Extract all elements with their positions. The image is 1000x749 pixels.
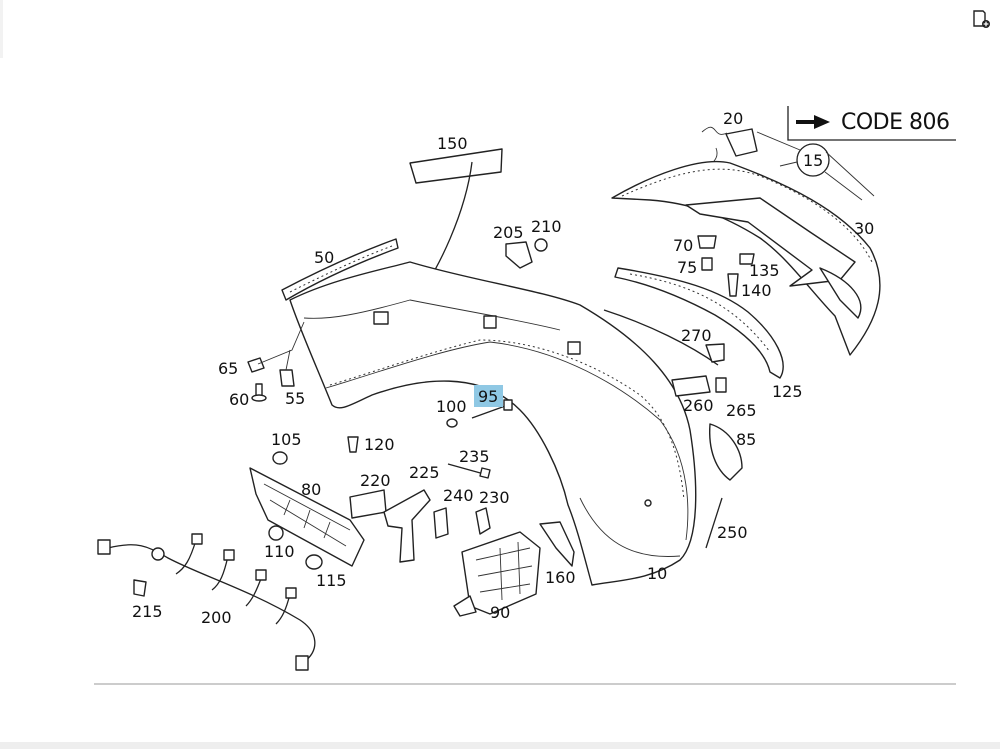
part-105-nut (272, 451, 288, 465)
label-85[interactable]: 85 (736, 430, 756, 449)
part-260-module (671, 375, 727, 397)
label-10[interactable]: 10 (647, 564, 667, 583)
add-page-icon (973, 10, 990, 28)
label-205[interactable]: 205 (493, 223, 524, 242)
label-75[interactable]: 75 (677, 258, 697, 277)
label-90[interactable]: 90 (490, 603, 510, 622)
label-260[interactable]: 260 (683, 396, 714, 415)
part-215-plug (133, 579, 147, 597)
part-10-rear-bumper (289, 261, 697, 586)
label-150[interactable]: 150 (437, 134, 468, 153)
part-235-screw (447, 463, 491, 479)
label-265[interactable]: 265 (726, 401, 757, 420)
part-225-bracket (383, 489, 431, 563)
part-125-strip (614, 267, 784, 379)
add-page-button[interactable] (970, 8, 992, 30)
part-240-plate (433, 507, 449, 539)
label-225[interactable]: 225 (409, 463, 440, 482)
label-135[interactable]: 135 (749, 261, 780, 280)
label-220[interactable]: 220 (360, 471, 391, 490)
label-240[interactable]: 240 (443, 486, 474, 505)
part-205-sensor (505, 238, 548, 269)
part-270-rod (603, 309, 725, 366)
label-55[interactable]: 55 (285, 389, 305, 408)
part-230-clip (475, 507, 491, 535)
label-270[interactable]: 270 (681, 326, 712, 345)
part-30-upper-cover (611, 160, 881, 356)
label-80[interactable]: 80 (301, 480, 321, 499)
part-labels: 150 20 15 30 50 205 210 70 75 135 140 65… (132, 109, 874, 627)
code-legend: CODE 806 (787, 106, 956, 141)
part-120-clip (347, 436, 359, 453)
part-50-strip (281, 238, 399, 301)
small-clips-group (697, 235, 755, 297)
label-20[interactable]: 20 (723, 109, 743, 128)
part-220-plate (349, 489, 387, 519)
part-90-bracket (453, 531, 541, 617)
label-65[interactable]: 65 (218, 359, 238, 378)
label-50[interactable]: 50 (314, 248, 334, 267)
label-235[interactable]: 235 (459, 447, 490, 466)
left-edge-strip (0, 0, 3, 58)
fasteners-left (247, 321, 305, 402)
label-60[interactable]: 60 (229, 390, 249, 409)
label-140[interactable]: 140 (741, 281, 772, 300)
part-15-callout (756, 131, 875, 201)
part-85-reflector (708, 423, 743, 481)
part-115-nut (305, 554, 323, 570)
label-200[interactable]: 200 (201, 608, 232, 627)
label-70[interactable]: 70 (673, 236, 693, 255)
label-120[interactable]: 120 (364, 435, 395, 454)
label-105[interactable]: 105 (271, 430, 302, 449)
label-95-highlight (474, 385, 503, 407)
label-250[interactable]: 250 (717, 523, 748, 542)
code-label: CODE 806 (841, 110, 950, 135)
part-200-harness (97, 533, 316, 671)
label-115[interactable]: 115 (316, 571, 347, 590)
label-110[interactable]: 110 (264, 542, 295, 561)
label-160[interactable]: 160 (545, 568, 576, 587)
label-230[interactable]: 230 (479, 488, 510, 507)
bottom-scroll-strip (0, 742, 1000, 749)
label-125[interactable]: 125 (772, 382, 803, 401)
label-30[interactable]: 30 (854, 219, 874, 238)
part-100-washer (446, 418, 458, 428)
part-150-plate (404, 148, 503, 310)
part-250-pin (705, 497, 723, 549)
label-15[interactable]: 15 (803, 151, 823, 170)
part-110-nut (268, 525, 284, 541)
label-100[interactable]: 100 (436, 397, 467, 416)
label-215[interactable]: 215 (132, 602, 163, 621)
label-210[interactable]: 210 (531, 217, 562, 236)
part-160-bracket (539, 521, 575, 567)
part-20-bracket (701, 126, 758, 169)
label-95[interactable]: 95 (478, 387, 498, 406)
part-80-carrier (249, 467, 365, 567)
part-95-stud (471, 399, 513, 419)
